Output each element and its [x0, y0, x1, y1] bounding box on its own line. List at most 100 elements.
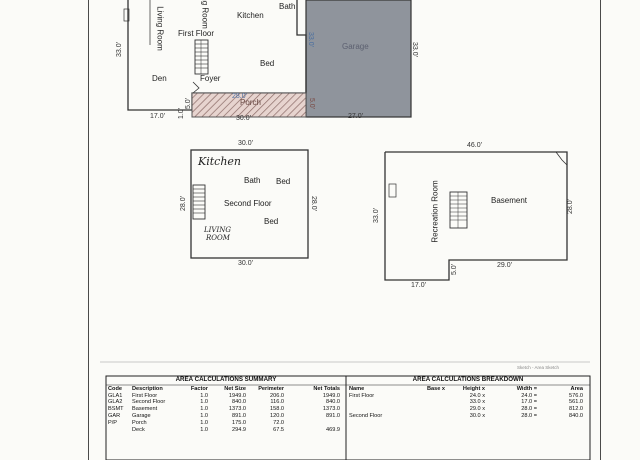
cell: [407, 399, 445, 406]
breakdown-hdr-width: Width =: [516, 385, 537, 392]
cell: 1373.0: [322, 406, 340, 413]
table-row: Deck 1.0 294.9 67.5 469.9: [108, 427, 344, 434]
label-bath-2: Bath: [244, 176, 261, 185]
cell: GAR: [108, 412, 121, 419]
area-breakdown-table: AREA CALCULATIONS BREAKDOWN Name Base x …: [349, 376, 587, 420]
cell: 28.0 =: [521, 406, 537, 413]
cell: Deck: [132, 426, 145, 433]
dim-first-bottom-mid: 30.0': [236, 115, 251, 122]
cell: [349, 406, 407, 413]
label-living-line2: ROOM: [206, 234, 230, 242]
tables-frame: [100, 361, 591, 460]
cell: 1.0: [200, 399, 208, 406]
dim-porch-right: 5.0': [308, 97, 316, 110]
label-foyer: Foyer: [200, 74, 221, 83]
dim-basement-notch: 5.0': [451, 263, 459, 276]
label-recreation-room: Recreation Room: [430, 180, 440, 243]
cell: 1949.0: [228, 392, 246, 399]
table-row: GAR Garage 1.0 891.0 120.0 891.0: [108, 413, 344, 420]
label-bed-1: Bed: [260, 59, 275, 68]
basement-door: [555, 151, 568, 166]
table-row: First Floor 24.0 x 24.0 = 576.0: [349, 393, 587, 400]
cell: Basement: [132, 406, 158, 413]
label-kitchen-2: Kitchen: [198, 155, 241, 168]
label-living-room: Living Room: [155, 6, 165, 51]
porch-area: [191, 92, 307, 118]
label-kitchen-1: Kitchen: [237, 11, 264, 20]
cell: [349, 399, 407, 406]
table-row: P/P Porch 1.0 175.0 72.0: [108, 420, 344, 427]
label-dining-room: ng Room: [200, 0, 210, 29]
dim-basement-top: 46.0': [467, 142, 482, 149]
cell: 28.0 =: [521, 412, 537, 419]
cell: 120.0: [270, 412, 284, 419]
label-living-line1: LIVING: [204, 226, 231, 234]
label-bed-2-bottom: Bed: [264, 217, 279, 226]
basement-stairs: [449, 191, 468, 229]
summary-hdr-code: Code: [108, 385, 122, 392]
cell: 891.0: [232, 412, 246, 419]
second-floor-walls: [190, 149, 309, 259]
area-summary-table: AREA CALCULATIONS SUMMARY Code Descripti…: [108, 376, 344, 434]
cell: 891.0: [326, 412, 340, 419]
cell: 840.0: [232, 399, 246, 406]
summary-title: AREA CALCULATIONS SUMMARY: [175, 376, 277, 383]
cell: 67.5: [273, 426, 284, 433]
dim-basement-right: 28.0': [566, 199, 574, 214]
second-floor-stairs: [192, 184, 206, 220]
cell: P/P: [108, 419, 118, 426]
summary-hdr-description: Description: [132, 385, 163, 392]
cell: 1373.0: [228, 406, 246, 413]
table-row: GLA2 Second Floor 1.0 840.0 116.0 840.0: [108, 399, 344, 406]
table-row: Second Floor 30.0 x 28.0 = 840.0: [349, 413, 587, 420]
dim-porch-top: 28.0': [232, 93, 247, 100]
first-floor-stairs: [194, 39, 209, 75]
label-den: Den: [152, 74, 167, 83]
cell: 158.0: [270, 406, 284, 413]
cell: [407, 393, 445, 400]
cell: 1949.0: [322, 392, 340, 399]
cell: Second Floor: [132, 399, 166, 406]
sketch-note: Sketch - Area Sketch: [517, 365, 560, 370]
cell: Porch: [132, 419, 147, 426]
breakdown-title: AREA CALCULATIONS BREAKDOWN: [412, 376, 524, 383]
dim-garage-right: 33.0': [410, 42, 418, 57]
dim-second-right: 28.0': [309, 196, 317, 211]
label-bed-2-top: Bed: [276, 177, 291, 186]
label-basement: Basement: [491, 196, 528, 205]
breakdown-hdr-area: Area: [570, 385, 583, 392]
door-swing: [192, 81, 200, 94]
cell: 294.9: [232, 426, 246, 433]
cell: [284, 420, 340, 427]
summary-hdr-factor: Factor: [190, 385, 208, 392]
cell: 469.9: [326, 426, 340, 433]
dim-basement-left: 33.0': [372, 208, 380, 223]
cell: 1.0: [200, 406, 208, 413]
cell: 72.0: [273, 419, 284, 426]
cell: [407, 413, 445, 420]
cell: First Floor: [349, 392, 375, 399]
cell: 175.0: [232, 419, 246, 426]
dim-porch-left: 5.0': [185, 97, 193, 110]
cell: 1.0: [200, 426, 208, 433]
dim-basement-bottom-right: 29.0': [497, 262, 512, 269]
cell: 116.0: [270, 399, 284, 406]
cell: 812.0: [569, 406, 583, 413]
cell: BSMT: [108, 406, 124, 413]
garage-area: [305, 0, 412, 118]
summary-header: Code Description Factor Net Size Perimet…: [108, 386, 344, 393]
cell: 840.0: [326, 399, 340, 406]
page-border-right: [600, 0, 601, 460]
label-bath-1: Bath: [279, 2, 296, 11]
breakdown-hdr-base: Base x: [426, 385, 445, 392]
cell: 206.0: [270, 392, 284, 399]
table-row: BSMT Basement 1.0 1373.0 158.0 1373.0: [108, 406, 344, 413]
cell: Garage: [132, 412, 151, 419]
cell: 576.0: [569, 392, 583, 399]
label-garage: Garage: [342, 42, 369, 51]
dim-basement-bottom-left: 17.0': [411, 282, 426, 289]
summary-hdr-net-totals: Net Totals: [313, 385, 340, 392]
dim-porch-small: 1.0': [178, 107, 186, 120]
cell: GLA2: [108, 399, 123, 406]
